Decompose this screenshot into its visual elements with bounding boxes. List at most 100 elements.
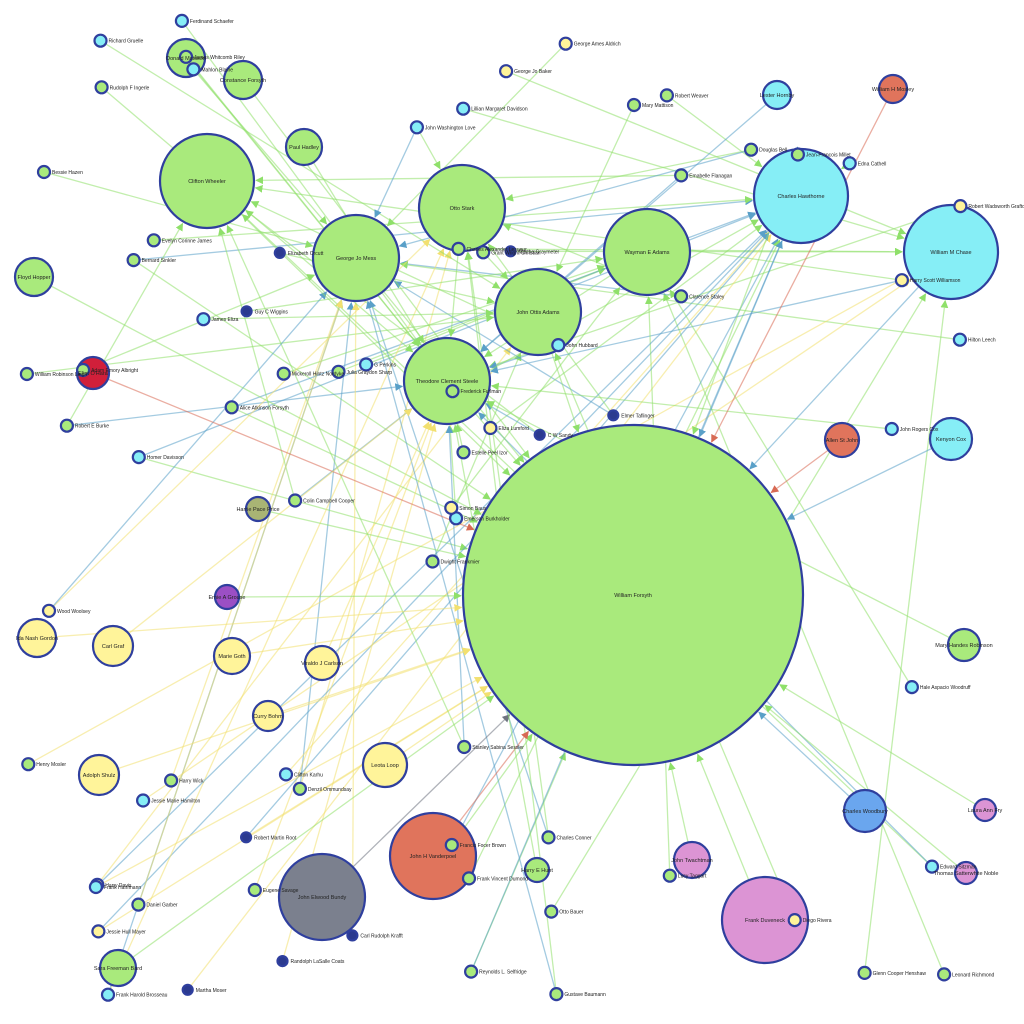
node-frank-harold-brosseau[interactable] <box>100 987 116 1002</box>
node-estelle-peel-izor[interactable] <box>456 445 471 460</box>
node-hilton-leech[interactable] <box>952 332 968 347</box>
node-julia-graydon-sharp[interactable] <box>331 364 346 379</box>
node-john-h-vanderpoel[interactable] <box>388 811 478 901</box>
node-leota-loop[interactable] <box>361 741 409 789</box>
node-paul-hadley[interactable] <box>284 127 324 167</box>
node-john-twachtman[interactable] <box>672 840 712 880</box>
node-eugene-savage[interactable] <box>247 882 262 898</box>
node-alice-atkinson-forsyth[interactable] <box>224 400 239 415</box>
node-john-washington-love[interactable] <box>409 120 424 135</box>
node-edward-sitzman[interactable] <box>924 859 940 874</box>
node-robert-martin-root[interactable] <box>240 831 253 844</box>
node-william-m-chase[interactable] <box>902 203 1000 301</box>
node-martha-moser[interactable] <box>181 983 194 996</box>
node-jean-francois-millet[interactable] <box>790 147 806 162</box>
node-carl-rudolph-krafft[interactable] <box>346 929 359 942</box>
node-daniel-garber[interactable] <box>131 897 146 912</box>
node-charles-conner[interactable] <box>541 830 556 845</box>
node-ferdinand-schaefer[interactable] <box>174 13 189 28</box>
node-frank-hanfmann[interactable] <box>88 879 104 895</box>
node-john-hubbard[interactable] <box>551 338 566 353</box>
node-bernard-sinkler[interactable] <box>126 253 141 268</box>
node-sara-freeman-bard[interactable] <box>98 948 138 988</box>
node-james-whitcomb-riley[interactable] <box>178 49 194 64</box>
node-harrie-pace-price[interactable] <box>244 495 272 523</box>
node-lester-hornby[interactable] <box>761 79 793 111</box>
node-james-eliza[interactable] <box>196 312 211 327</box>
node-theodore-clement-steele[interactable] <box>402 336 492 426</box>
node-bessie-hazen[interactable] <box>36 164 52 180</box>
node-george-jo-mess[interactable] <box>311 213 401 303</box>
node-clifton-wheeler[interactable] <box>158 132 256 230</box>
node-eliza-lumford[interactable] <box>483 420 498 436</box>
node-lillian-margaret-davidson[interactable] <box>456 101 471 116</box>
node-martha-graymeter[interactable] <box>504 245 517 258</box>
node-william-robinson-leigh[interactable] <box>19 366 34 382</box>
node-g-perkins[interactable] <box>359 357 374 372</box>
node-richard-gruelle[interactable] <box>93 33 108 48</box>
node-ernie-a-grouse[interactable] <box>213 583 241 611</box>
node-evelyn-corinne-james[interactable] <box>146 233 161 248</box>
node-floyd-hopper[interactable] <box>13 256 55 298</box>
node-william-forsyth[interactable] <box>461 423 805 767</box>
node-reynolds-l-selfridge[interactable] <box>464 964 479 979</box>
node-mary-handes-robinson[interactable] <box>946 627 982 663</box>
node-john-ottis-adams[interactable] <box>493 267 583 357</box>
node-dwight-frankmier[interactable] <box>425 554 440 569</box>
node-john-elwood-bundy[interactable] <box>277 852 367 942</box>
node-leonard-richmond[interactable] <box>936 967 952 982</box>
node-mahlon-blaine[interactable] <box>186 62 201 77</box>
node-rudolph-f-ingerle[interactable] <box>94 80 109 95</box>
node-curry-bohm[interactable] <box>251 699 285 733</box>
node-elmer-taflinger[interactable] <box>607 409 620 422</box>
node-edna-cathell[interactable] <box>842 156 857 171</box>
node-robert-e-burke[interactable] <box>59 418 75 433</box>
node-clarence-staley[interactable] <box>673 289 689 304</box>
node-randolph-lasalle-coats[interactable] <box>276 954 289 968</box>
node-william-h-mosley[interactable] <box>877 73 909 105</box>
node-mary-mattison[interactable] <box>626 97 642 113</box>
node-charles-alexander-lesueur[interactable] <box>451 241 466 256</box>
node-simon-baus[interactable] <box>444 500 459 515</box>
node-george-jo-baker[interactable] <box>499 64 514 79</box>
node-john-rogers-cox[interactable] <box>884 421 899 437</box>
node-robert-wadsworth-grafton[interactable] <box>953 199 968 214</box>
node-diego-rivera[interactable] <box>787 912 802 928</box>
node-ida-nash-gordon[interactable] <box>16 617 58 659</box>
node-gustave-baumann[interactable] <box>549 986 564 1002</box>
node-homer-davisson[interactable] <box>131 450 146 465</box>
node-mickeroll-hintz-nordyke[interactable] <box>276 366 291 381</box>
node-constance-forsyth[interactable] <box>222 59 264 101</box>
node-thomas-satterwhite-noble[interactable] <box>953 860 979 886</box>
node-wayman-e-adams[interactable] <box>602 207 692 297</box>
node-jessie-hull-mayer[interactable] <box>91 924 106 939</box>
node-charles-woodbury[interactable] <box>842 788 888 834</box>
node-frederick-furlman[interactable] <box>445 384 460 399</box>
node-emabelle-flanagan[interactable] <box>674 168 689 183</box>
node-frank-duveneck[interactable] <box>720 875 810 965</box>
node-colin-campbell-cooper[interactable] <box>288 493 303 508</box>
node-c-w-sandy[interactable] <box>533 428 546 441</box>
node-otto-bauer[interactable] <box>544 904 559 919</box>
node-grant-wright-christian[interactable] <box>476 245 491 260</box>
node-adolph-shulz[interactable] <box>77 753 121 797</box>
node-henry-mosler[interactable] <box>21 757 36 772</box>
node-frank-vincent-dumond[interactable] <box>461 871 477 886</box>
node-elizabeth-orcutt[interactable] <box>273 246 286 259</box>
node-adam-emory-albright[interactable] <box>75 362 91 378</box>
node-carl-graf[interactable] <box>91 624 135 668</box>
node-clifton-karhu[interactable] <box>278 767 294 782</box>
node-douglas-bell[interactable] <box>743 142 759 157</box>
node-stanley-sabina-sessler[interactable] <box>457 739 472 755</box>
node-guy-c-wiggins[interactable] <box>240 305 253 318</box>
node-robert-weaver[interactable] <box>659 88 675 103</box>
node-wood-woolsey[interactable] <box>41 603 57 618</box>
node-george-ames-aldrich[interactable] <box>558 36 573 51</box>
node-harry-e-hunt[interactable] <box>523 856 551 884</box>
node-jessie-marie-hamilton[interactable] <box>136 793 151 808</box>
node-glenn-cooper-henshaw[interactable] <box>857 965 872 981</box>
node-laura-ann-fry[interactable] <box>972 797 998 823</box>
node-kenyon-cox[interactable] <box>928 416 974 462</box>
node-denzil-ommundsay[interactable] <box>292 781 307 796</box>
node-allen-st-john[interactable] <box>823 421 861 459</box>
